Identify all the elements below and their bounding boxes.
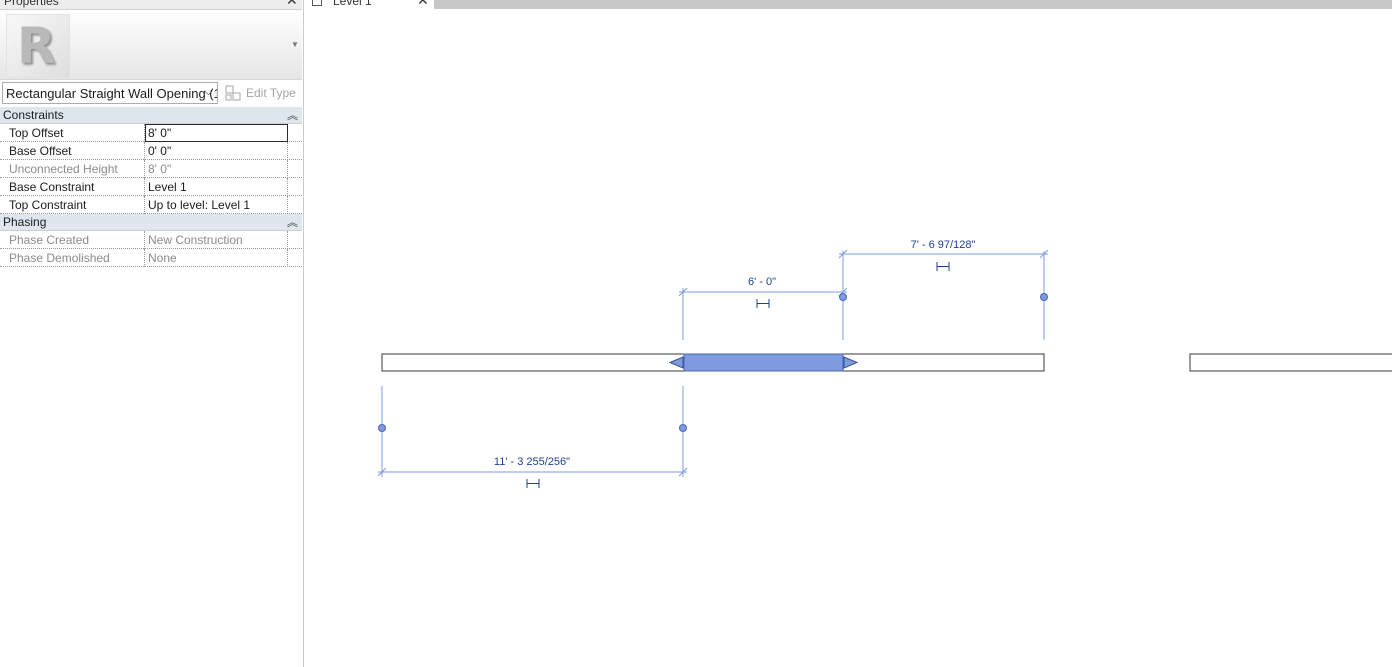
properties-titlebar: Properties ✕ <box>0 0 302 10</box>
drag-arrow-left-icon[interactable] <box>668 356 684 369</box>
chevron-down-icon: ⌵ <box>203 84 213 98</box>
drag-arrow-right-icon[interactable] <box>843 356 859 369</box>
wall-opening-selected[interactable] <box>683 353 844 372</box>
type-selector-preview: R ▼ <box>0 10 302 80</box>
properties-title: Properties <box>4 0 59 8</box>
base-offset-field[interactable]: 0' 0" <box>145 142 288 160</box>
property-row-top-constraint: Top Constraint Up to level: Level 1 <box>0 196 302 214</box>
revit-family-icon: R <box>6 14 70 78</box>
property-name: Top Offset <box>0 124 145 142</box>
wall-segment-far-right[interactable] <box>1189 353 1392 372</box>
top-offset-field[interactable]: 8' 0" <box>145 124 288 142</box>
floor-plan-icon <box>312 0 322 6</box>
property-name: Base Offset <box>0 142 145 160</box>
phase-demolished-field: None <box>145 249 288 267</box>
dimension-left-offset-text[interactable]: 11' - 3 255/256" <box>494 456 570 468</box>
type-row: Rectangular Straight Wall Opening (1 ⌵ E… <box>0 81 302 107</box>
tab-strip-background <box>434 0 1392 9</box>
dimension-right-offset-text[interactable]: 7' - 6 97/128" <box>911 239 976 251</box>
wall-segment-right[interactable] <box>842 353 1045 372</box>
collapse-icon[interactable]: ︽ <box>287 110 298 122</box>
group-header-phasing[interactable]: Phasing ︽ <box>0 214 302 231</box>
edit-type-icon <box>225 85 241 101</box>
type-dropdown[interactable]: Rectangular Straight Wall Opening (1 ⌵ <box>2 82 218 104</box>
property-name: Top Constraint <box>0 196 145 214</box>
grip-handle[interactable] <box>378 424 386 432</box>
dimension-right-offset[interactable] <box>838 249 1049 340</box>
group-title: Phasing <box>3 215 47 229</box>
group-header-constraints[interactable]: Constraints ︽ <box>0 107 302 124</box>
property-name: Phase Demolished <box>0 249 145 267</box>
dimension-opening-width-text[interactable]: 6' - 0" <box>748 276 776 288</box>
property-row-top-offset: Top Offset 8' 0" <box>0 124 302 142</box>
drawing-canvas[interactable]: 6' - 0" 7' - 6 97/128" 11' <box>305 9 1392 667</box>
edit-type-label: Edit Type <box>246 86 296 100</box>
property-name: Phase Created <box>0 231 145 249</box>
property-name: Unconnected Height <box>0 160 145 178</box>
dimension-opening-width[interactable] <box>678 287 848 340</box>
top-constraint-field[interactable]: Up to level: Level 1 <box>145 196 288 214</box>
property-row-phase-created: Phase Created New Construction <box>0 231 302 249</box>
phase-created-field: New Construction <box>145 231 288 249</box>
close-icon[interactable]: ✕ <box>286 0 298 8</box>
view-tab-level-1[interactable]: Level 1 ✕ <box>305 0 434 9</box>
move-text-icon[interactable] <box>526 479 540 488</box>
property-row-base-offset: Base Offset 0' 0" <box>0 142 302 160</box>
property-row-phase-demolished: Phase Demolished None <box>0 249 302 267</box>
property-row-unconnected-height: Unconnected Height 8' 0" <box>0 160 302 178</box>
move-text-icon[interactable] <box>756 299 770 308</box>
properties-palette: Properties ✕ R ▼ Rectangular Straight Wa… <box>0 0 304 667</box>
move-text-icon[interactable] <box>936 262 950 271</box>
group-title: Constraints <box>3 108 64 122</box>
view-tab-strip: Level 1 ✕ <box>305 0 1392 9</box>
grip-handle[interactable] <box>1040 293 1048 301</box>
property-row-base-constraint: Base Constraint Level 1 <box>0 178 302 196</box>
property-name: Base Constraint <box>0 178 145 196</box>
unconnected-height-field: 8' 0" <box>145 160 288 178</box>
close-icon[interactable]: ✕ <box>417 0 429 8</box>
collapse-icon[interactable]: ︽ <box>287 217 298 229</box>
plan-view[interactable]: 6' - 0" 7' - 6 97/128" 11' <box>305 9 1392 667</box>
grip-handle[interactable] <box>679 424 687 432</box>
type-dropdown-value: Rectangular Straight Wall Opening (1 <box>6 86 218 101</box>
view-tab-label: Level 1 <box>333 0 372 8</box>
grip-handle[interactable] <box>839 293 847 301</box>
properties-grid: Constraints ︽ Top Offset 8' 0" Base Offs… <box>0 107 302 267</box>
chevron-down-icon[interactable]: ▼ <box>291 40 299 49</box>
base-constraint-field[interactable]: Level 1 <box>145 178 288 196</box>
wall-segment-left[interactable] <box>381 353 685 372</box>
